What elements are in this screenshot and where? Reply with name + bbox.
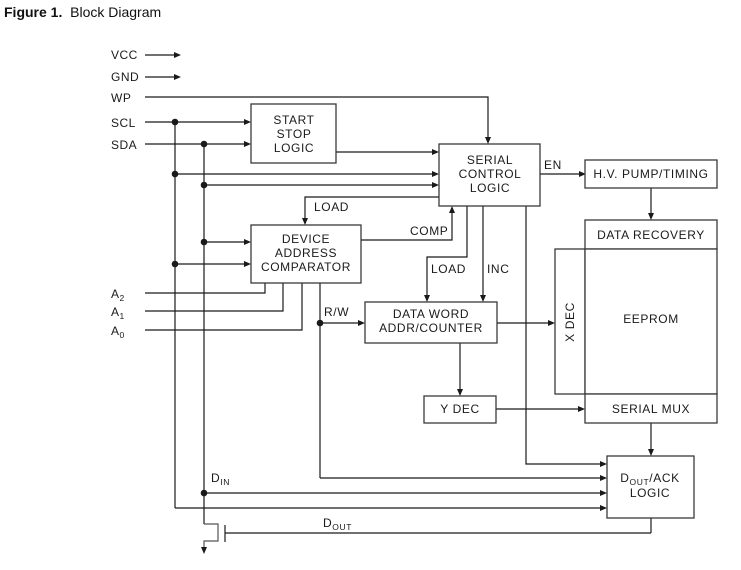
junction-dots <box>171 118 324 497</box>
wire-serial-dout <box>525 206 602 465</box>
svg-text:LOGIC: LOGIC <box>274 141 314 155</box>
arrow-mux-dout <box>648 449 654 456</box>
arrow-serial-dout <box>600 461 607 467</box>
junction-dot <box>200 489 208 497</box>
block-start-stop-logic: START STOP LOGIC <box>250 103 337 164</box>
pin-sda: SDA <box>111 138 137 152</box>
svg-text:LOGIC: LOGIC <box>630 486 670 500</box>
arrow-rw-dout <box>600 475 607 481</box>
wire-load-mid <box>426 206 468 296</box>
block-eeprom: EEPROM <box>584 248 718 395</box>
signal-load-mid: LOAD <box>431 262 466 276</box>
wire-comp <box>361 212 453 241</box>
svg-text:Y DEC: Y DEC <box>440 402 479 416</box>
arrow-inc <box>480 295 486 302</box>
signal-comp: COMP <box>410 224 448 238</box>
signal-dout: DOUT <box>323 516 352 532</box>
arrow-load-mid <box>424 295 430 302</box>
svg-text:DATA WORD: DATA WORD <box>393 307 469 321</box>
arrow-output-ground <box>201 547 207 554</box>
junction-dot <box>200 181 208 189</box>
junction-dot <box>171 118 179 126</box>
pin-scl: SCL <box>111 116 136 130</box>
pin-vcc: VCC <box>111 48 138 62</box>
block-serial-mux: SERIAL MUX <box>584 393 718 424</box>
arrow-rw <box>358 320 365 326</box>
svg-text:CONTROL: CONTROL <box>459 167 522 181</box>
wires <box>145 54 652 548</box>
signal-en: EN <box>544 158 562 172</box>
arrow-ydec <box>457 389 463 396</box>
signal-load-top: LOAD <box>314 200 349 214</box>
svg-text:H.V. PUMP/TIMING: H.V. PUMP/TIMING <box>593 167 708 181</box>
block-dout-ack-logic: DOUT/ACK LOGIC <box>606 455 695 519</box>
arrow-serial-mux <box>578 406 585 412</box>
svg-text:X DEC: X DEC <box>563 302 577 342</box>
block-x-dec: X DEC <box>554 248 586 395</box>
figure-caption: Block Diagram <box>70 4 162 20</box>
svg-text:ADDR/COUNTER: ADDR/COUNTER <box>379 321 483 335</box>
pin-wp: WP <box>111 91 131 105</box>
arrow-scl-dout <box>600 505 607 511</box>
signal-din: DIN <box>211 471 230 487</box>
arrow-load-top <box>302 218 308 225</box>
arrow-vcc <box>174 52 181 58</box>
figure-number: Figure 1. <box>4 4 63 20</box>
block-data-word-addr-counter: DATA WORD ADDR/COUNTER <box>364 301 498 344</box>
arrow-gnd <box>174 74 181 80</box>
arrow-sda-device <box>244 239 251 245</box>
junction-dot <box>171 260 179 268</box>
junction-dot <box>200 238 208 246</box>
block-serial-control-logic: SERIAL CONTROL LOGIC <box>438 143 541 207</box>
block-device-address-comparator: DEVICE ADDRESS COMPARATOR <box>250 224 362 284</box>
junction-dot <box>171 170 179 178</box>
pin-a2: A2 <box>111 287 125 303</box>
arrow-hv-recovery <box>648 213 654 220</box>
svg-text:DATA RECOVERY: DATA RECOVERY <box>597 228 705 242</box>
wire-a1 <box>145 283 284 312</box>
arrow-sda-serial <box>432 182 439 188</box>
svg-text:START: START <box>273 113 314 127</box>
svg-text:DOUT/ACK: DOUT/ACK <box>620 471 679 487</box>
arrow-scl-device <box>244 261 251 267</box>
block-data-recovery: DATA RECOVERY <box>584 219 718 250</box>
block-y-dec: Y DEC <box>423 395 497 424</box>
arrowheads <box>174 52 654 554</box>
wire-wp <box>145 96 489 138</box>
svg-text:LOGIC: LOGIC <box>470 181 510 195</box>
svg-text:SERIAL: SERIAL <box>467 153 513 167</box>
arrow-xdec <box>548 320 555 326</box>
figure-title: Figure 1. Block Diagram <box>4 4 161 20</box>
svg-text:SERIAL MUX: SERIAL MUX <box>612 402 690 416</box>
wire-a0 <box>145 283 303 331</box>
junction-dot <box>200 140 208 148</box>
junction-dot <box>316 319 324 327</box>
wire-a2 <box>145 283 266 294</box>
pin-gnd: GND <box>111 70 139 84</box>
arrow-comp <box>449 206 455 213</box>
arrow-sda-startstop <box>244 141 251 147</box>
svg-text:DEVICE: DEVICE <box>282 232 330 246</box>
svg-text:COMPARATOR: COMPARATOR <box>261 260 351 274</box>
pin-a1: A1 <box>111 305 125 321</box>
signal-inc: INC <box>487 262 509 276</box>
output-transistor <box>203 523 219 548</box>
pin-a0: A0 <box>111 324 125 340</box>
signal-rw: R/W <box>324 305 349 319</box>
arrow-wp <box>485 137 491 144</box>
arrow-en <box>579 171 586 177</box>
arrow-scl-startstop <box>244 119 251 125</box>
wire-load-top <box>304 196 439 219</box>
svg-text:STOP: STOP <box>277 127 312 141</box>
svg-text:ADDRESS: ADDRESS <box>275 246 337 260</box>
block-hv-pump-timing: H.V. PUMP/TIMING <box>584 159 718 189</box>
arrow-scl-serial <box>432 171 439 177</box>
arrow-startstop-serial <box>432 149 439 155</box>
arrow-din <box>600 490 607 496</box>
svg-text:EEPROM: EEPROM <box>623 312 679 326</box>
